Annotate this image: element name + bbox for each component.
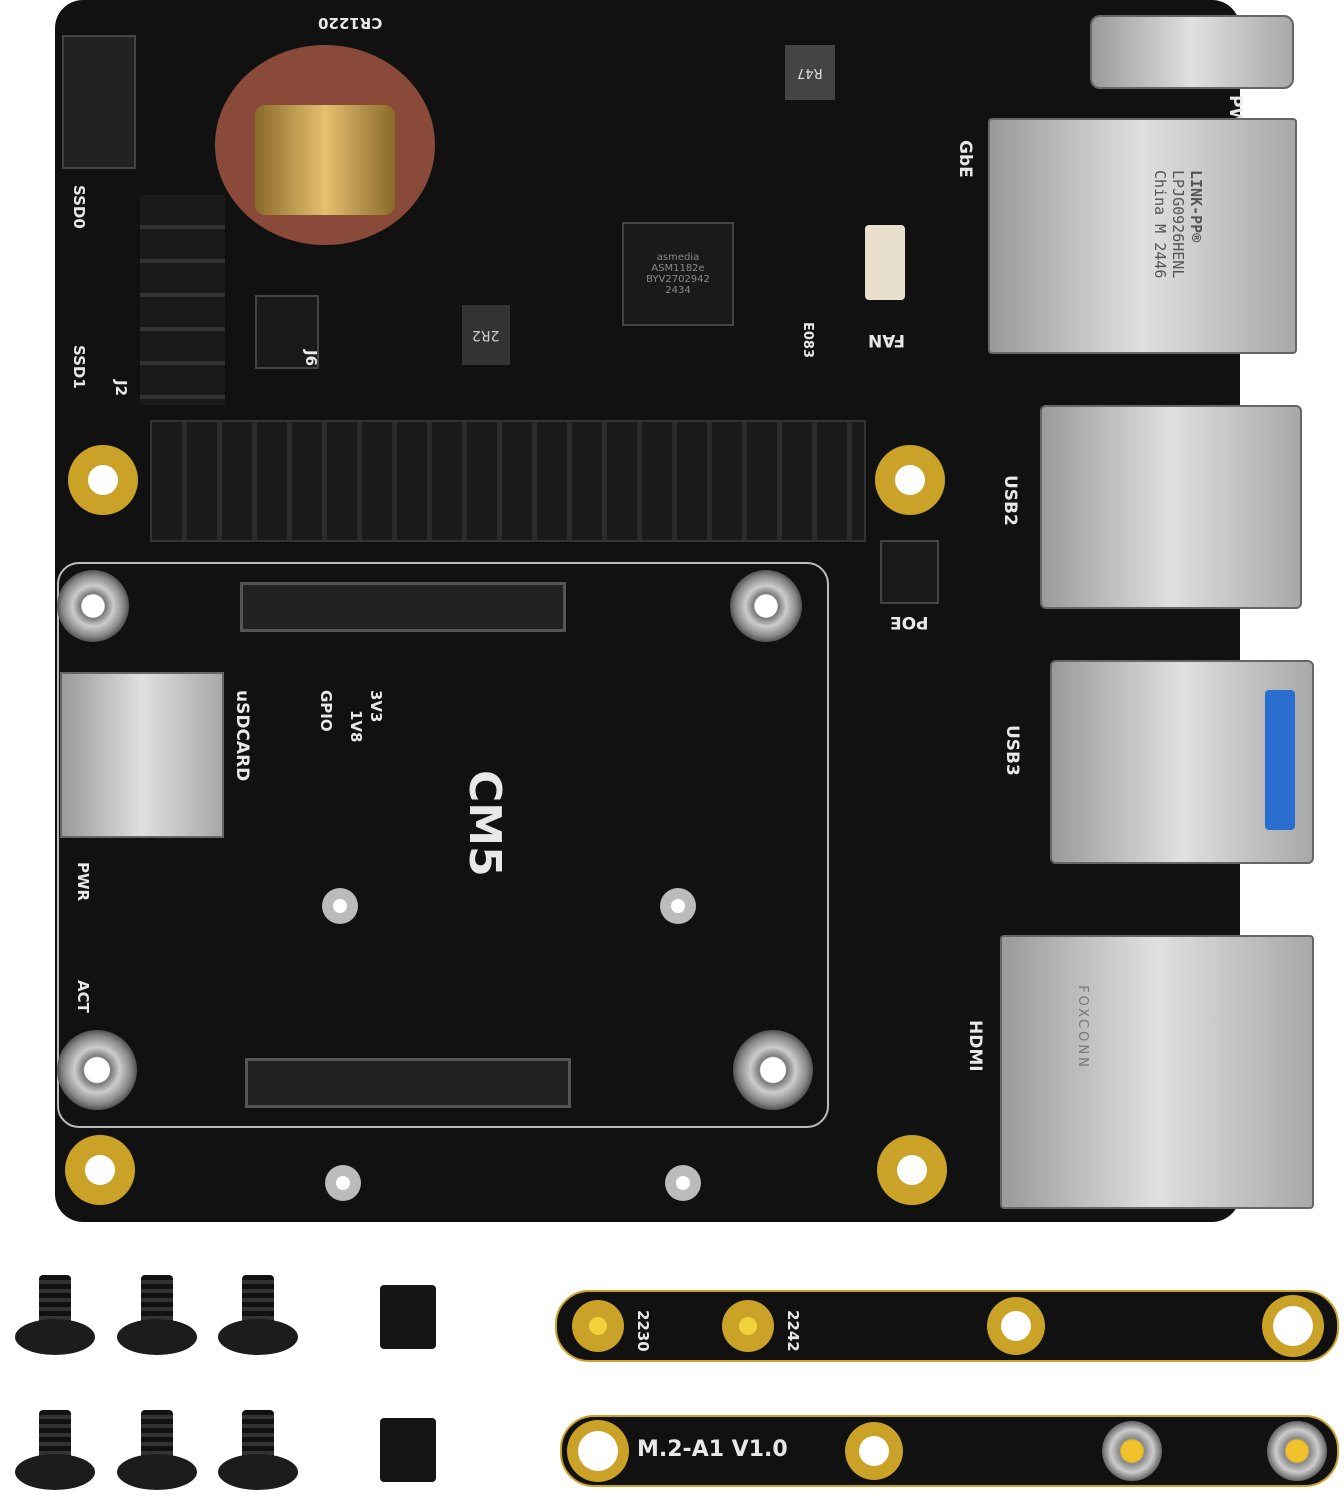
usb-c-power-port[interactable] xyxy=(1090,15,1294,89)
ssd0-label: SSD0 xyxy=(70,185,88,229)
mounting-hole xyxy=(877,1135,947,1205)
hdmi-port[interactable] xyxy=(1000,935,1314,1209)
rj45-origin: China M 2446 xyxy=(1151,170,1169,279)
gpio-label: GPIO xyxy=(317,690,335,732)
3v3-label: 3V3 xyxy=(367,690,385,723)
screw xyxy=(15,1275,95,1355)
chip-code: BYV2702942 xyxy=(646,274,710,285)
j2-header xyxy=(140,195,225,405)
mount-hole xyxy=(567,1420,629,1482)
screw xyxy=(218,1275,298,1355)
standoff xyxy=(57,570,129,642)
screw xyxy=(117,1410,197,1490)
chip-brand: asmedia xyxy=(656,252,700,263)
gpio-40pin-header xyxy=(150,420,866,542)
power-switch[interactable] xyxy=(62,35,136,169)
cm5-label: CM5 xyxy=(459,770,510,877)
m2-mount-strip-2: M.2-A1 V1.0 xyxy=(560,1415,1339,1487)
screw-hole xyxy=(322,888,358,924)
pwr-led-label: PWR xyxy=(74,862,92,902)
1v8-label: 1V8 xyxy=(347,710,365,743)
strip-label-2242: 2242 xyxy=(784,1310,802,1352)
inductor-r47-label: R47 xyxy=(797,65,823,80)
microsd-slot[interactable] xyxy=(60,672,224,838)
ssd1-label: SSD1 xyxy=(70,345,88,389)
chip-part: ASM1182e xyxy=(651,263,705,274)
usb3-label: USB3 xyxy=(1002,725,1022,776)
inductor-2r2-label: 2R2 xyxy=(472,327,500,343)
standoff xyxy=(57,1030,137,1110)
j2-label: J2 xyxy=(112,380,130,397)
jumper-cap xyxy=(380,1285,436,1349)
fan-connector[interactable] xyxy=(865,225,905,300)
chip-code-2: 2434 xyxy=(665,285,691,296)
j6-label: J6 xyxy=(302,350,320,367)
poe-label: POE xyxy=(890,612,929,632)
mounting-hole xyxy=(65,1135,135,1205)
mount-hole xyxy=(1262,1295,1324,1357)
hdmi-brand: FOXCONN xyxy=(1074,985,1090,1070)
inductor-r47: R47 xyxy=(785,45,835,100)
ethernet-port[interactable] xyxy=(988,118,1297,354)
board-code: E083 xyxy=(800,322,815,359)
rj45-part: LPJG0926HENL xyxy=(1169,170,1187,279)
poe-header xyxy=(880,540,939,604)
standoff xyxy=(730,570,802,642)
act-led-label: ACT xyxy=(74,980,92,1013)
cm5-connector-bottom xyxy=(245,1058,571,1108)
screw xyxy=(15,1410,95,1490)
battery-label: CR1220 xyxy=(318,14,383,32)
usb3-blue-tongue xyxy=(1265,690,1295,830)
mount-hole xyxy=(845,1422,903,1480)
mount-standoff xyxy=(1267,1421,1327,1481)
screw-hole xyxy=(660,888,696,924)
cm5-outline xyxy=(57,562,829,1128)
rj45-markings: LINK-PP® LPJG0926HENL China M 2446 xyxy=(1025,170,1205,300)
mount-hole xyxy=(722,1300,774,1352)
rj45-brand: LINK-PP® xyxy=(1187,170,1205,243)
jumper-cap xyxy=(380,1418,436,1482)
screw-hole xyxy=(325,1165,361,1201)
usb2-label: USB2 xyxy=(1000,475,1020,526)
strip-label-2230: 2230 xyxy=(634,1310,652,1352)
screw-hole xyxy=(665,1165,701,1201)
sd-label: uSDCARD xyxy=(232,690,252,782)
cm5-connector-top xyxy=(240,582,566,632)
m2-mount-strip-1: 2230 2242 xyxy=(555,1290,1339,1362)
inductor-2r2: 2R2 xyxy=(462,305,510,365)
strip-label-m2: M.2-A1 V1.0 xyxy=(637,1437,788,1462)
fan-label: FAN xyxy=(868,330,906,350)
mounting-hole xyxy=(875,445,945,515)
gbe-label: GbE xyxy=(955,140,975,178)
usb-hub-chip: asmedia ASM1182e BYV2702942 2434 xyxy=(622,222,734,326)
hdmi-label: HDMI xyxy=(965,1020,985,1072)
standoff xyxy=(733,1030,813,1110)
battery-contact xyxy=(255,105,395,215)
mount-hole xyxy=(572,1300,624,1352)
screw xyxy=(117,1275,197,1355)
mount-standoff xyxy=(1102,1421,1162,1481)
mount-hole xyxy=(987,1297,1045,1355)
usb2-port[interactable] xyxy=(1040,405,1302,609)
j6-jumper-header xyxy=(255,295,319,369)
screw xyxy=(218,1410,298,1490)
mounting-hole xyxy=(68,445,138,515)
